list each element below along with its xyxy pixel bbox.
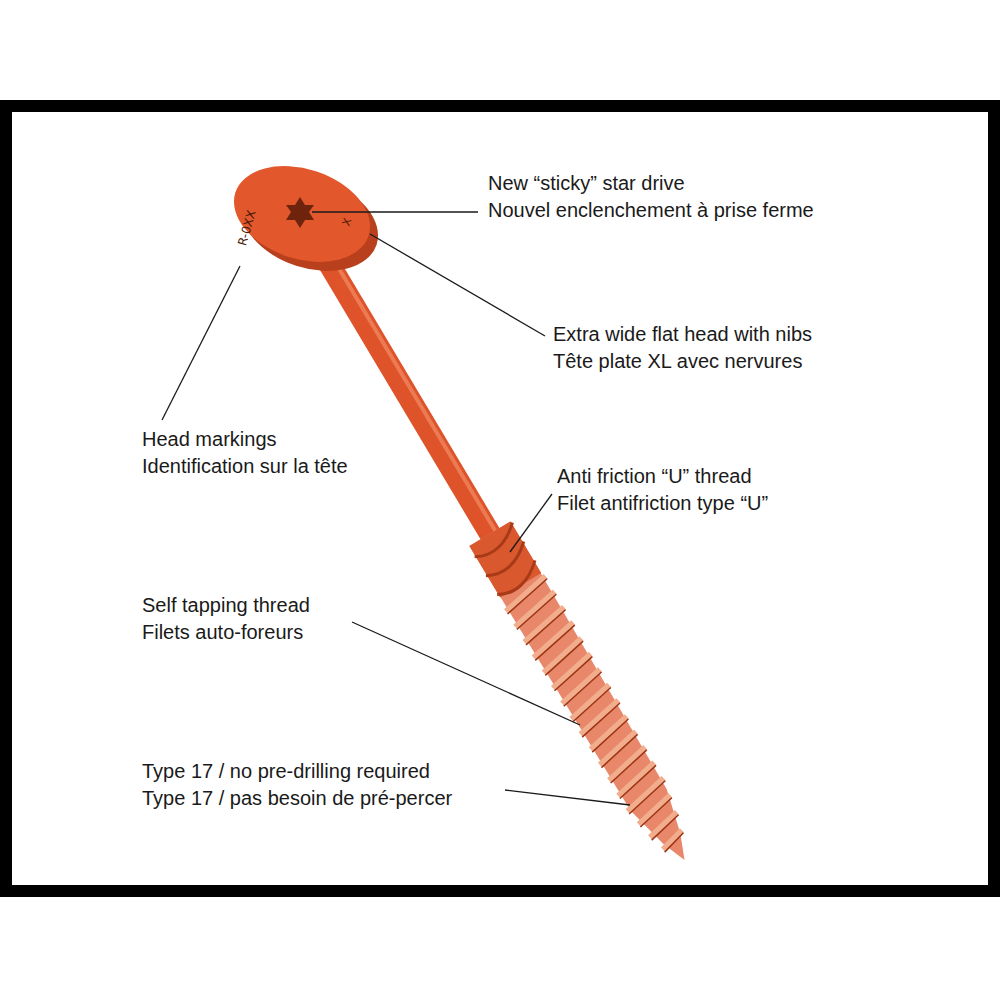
- head-marking: X: [341, 217, 354, 228]
- leader-line: [505, 790, 630, 805]
- frame-ground: [12, 112, 988, 885]
- leader-line: [510, 494, 552, 552]
- leader-line: [312, 211, 478, 212]
- callout-label: Head markings: [142, 427, 277, 452]
- thread-core: [469, 521, 705, 872]
- screw-head: [222, 150, 391, 288]
- callout-label: Identification sur la tête: [142, 454, 348, 479]
- u-thread: [492, 560, 543, 598]
- screw-thread: [468, 520, 707, 873]
- star-drive: [286, 197, 314, 228]
- u-thread: [470, 523, 521, 561]
- callout-label: Extra wide flat head with nibs: [553, 322, 812, 347]
- callout-label: Type 17 / no pre-drilling required: [142, 759, 430, 784]
- callout-label: Nouvel enclenchement à prise ferme: [488, 198, 814, 223]
- callout-label: Tête plate XL avec nervures: [553, 349, 802, 374]
- thread-edges: [502, 579, 698, 859]
- leader-line: [370, 234, 545, 336]
- callout-label: Anti friction “U” thread: [557, 464, 752, 489]
- thread-ridges: [501, 576, 697, 856]
- callout-label: Filets auto-foreurs: [142, 620, 303, 645]
- shank-highlight: [315, 229, 499, 538]
- leader-line: [352, 622, 580, 725]
- leader-line: [162, 266, 240, 420]
- callout-label: New “sticky” star drive: [488, 171, 685, 196]
- callout-label: Type 17 / pas besoin de pré-percer: [142, 786, 452, 811]
- head-marking: R-0XX: [236, 209, 258, 247]
- callout-label: Filet antifriction type “U”: [557, 491, 768, 516]
- frame: [0, 100, 1000, 897]
- head-face: [222, 150, 383, 279]
- screw-shank: [310, 232, 494, 541]
- callout-label: Self tapping thread: [142, 593, 310, 618]
- u-thread: [481, 541, 532, 579]
